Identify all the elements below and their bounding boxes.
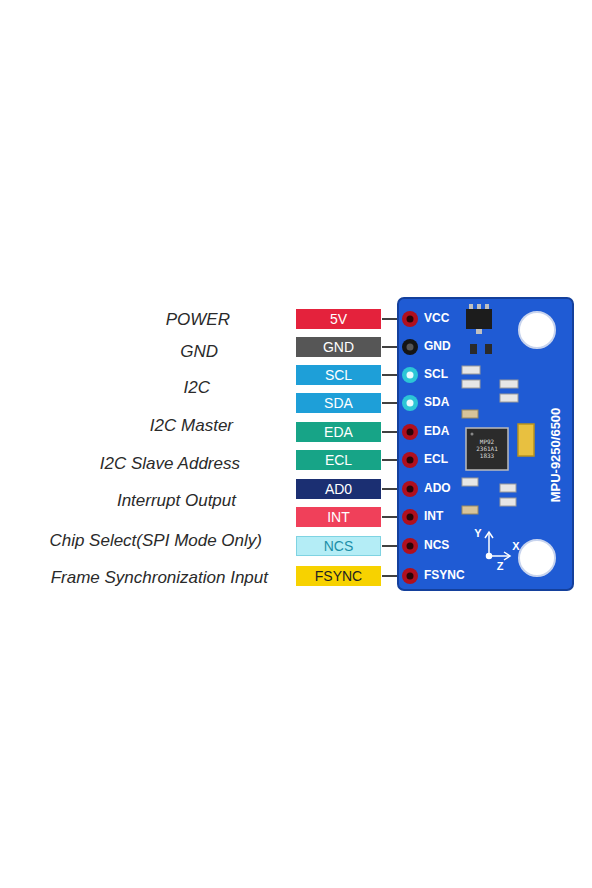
board-circle xyxy=(402,395,418,411)
function-label: Frame Synchronization Input xyxy=(51,569,268,588)
axis-label: Y xyxy=(474,527,481,539)
board-circle xyxy=(487,554,492,559)
pin-tag-text: INT xyxy=(327,510,350,524)
axis-label: Z xyxy=(497,560,504,572)
pin-tag: INT xyxy=(296,507,381,527)
board-circle xyxy=(407,543,414,550)
board-name: MPU-9250/6500 xyxy=(549,408,563,503)
pin-label: GND xyxy=(424,340,451,353)
board-rect xyxy=(470,344,477,354)
pin-tag: NCS xyxy=(296,536,381,556)
board-rect xyxy=(485,344,492,354)
board-rect xyxy=(500,498,516,506)
pin-tag-text: NCS xyxy=(324,539,354,553)
pin-tag: SCL xyxy=(296,365,381,385)
pin-tag: FSYNC xyxy=(296,566,381,586)
board-rect xyxy=(485,304,489,309)
board-circle xyxy=(407,344,414,351)
board-rect xyxy=(462,380,480,388)
axis-label: X xyxy=(512,540,519,552)
board-line xyxy=(488,533,490,556)
board-circle xyxy=(407,316,414,323)
pin-label: SDA xyxy=(424,396,449,409)
pin-label: NCS xyxy=(424,539,449,552)
board-polyline xyxy=(485,532,493,538)
board-rect xyxy=(462,366,480,374)
pin-tag-text: GND xyxy=(323,340,354,354)
board-circle xyxy=(407,372,414,379)
pin-tag-text: 5V xyxy=(330,312,347,326)
pin-tag-text: AD0 xyxy=(325,482,352,496)
chip-marking: 2361A1 xyxy=(476,446,498,453)
regulator-ic xyxy=(466,304,492,334)
pin-label: VCC xyxy=(424,312,449,325)
function-label: POWER xyxy=(166,311,230,330)
pin-tag-text: SDA xyxy=(324,396,353,410)
board-rect xyxy=(462,478,478,486)
board-rect xyxy=(476,329,482,334)
pin-tag: AD0 xyxy=(296,479,381,499)
board-rect xyxy=(500,394,518,402)
board-circle xyxy=(402,367,418,383)
pin-tag: EDA xyxy=(296,422,381,442)
board-circle xyxy=(407,514,414,521)
pin-tag: SDA xyxy=(296,393,381,413)
pin-label: FSYNC xyxy=(424,569,465,582)
board-circle xyxy=(402,568,418,584)
function-label: I2C Slave Address xyxy=(100,455,240,474)
function-label: I2C Master xyxy=(150,417,233,436)
smd-components xyxy=(462,344,518,514)
chip-marking: MP92 xyxy=(480,439,494,446)
function-label: Interrupt Output xyxy=(117,492,236,511)
board-circle xyxy=(407,573,414,580)
pin-label: INT xyxy=(424,510,443,523)
board-rect xyxy=(477,304,481,309)
mounting-hole xyxy=(519,312,555,348)
board-rect xyxy=(462,506,478,514)
board-polyline xyxy=(504,552,510,560)
board-circle xyxy=(402,481,418,497)
board-circle xyxy=(402,509,418,525)
pin-label: ECL xyxy=(424,453,448,466)
board-rect xyxy=(469,304,473,309)
function-label: Chip Select(SPI Mode Only) xyxy=(49,532,262,551)
board-rect xyxy=(500,484,516,492)
board-rect xyxy=(466,428,508,470)
board-rect xyxy=(466,309,492,329)
board-circle xyxy=(402,538,418,554)
pin-tag-text: SCL xyxy=(325,368,352,382)
pin-tag-text: ECL xyxy=(325,453,352,467)
mounting-hole xyxy=(519,540,555,576)
sensor-chip xyxy=(466,428,508,470)
axis-symbol xyxy=(485,532,510,560)
pin-tag: ECL xyxy=(296,450,381,470)
board-circle xyxy=(471,433,474,436)
pin-tag-text: EDA xyxy=(324,425,353,439)
board-circle xyxy=(407,400,414,407)
header-pins xyxy=(402,311,418,584)
pin-label: SCL xyxy=(424,368,448,381)
pin-tag: 5V xyxy=(296,309,381,329)
board-circle xyxy=(407,486,414,493)
board-circle xyxy=(402,452,418,468)
board-rect xyxy=(500,380,518,388)
board-circle xyxy=(402,311,418,327)
board-circle xyxy=(407,457,414,464)
board-circle xyxy=(402,339,418,355)
pin-label: EDA xyxy=(424,425,449,438)
pin-label: ADO xyxy=(424,482,451,495)
board-circle xyxy=(407,429,414,436)
chip-marking: 1833 xyxy=(480,453,494,460)
pin-tag-text: FSYNC xyxy=(315,569,362,583)
tantalum-capacitor xyxy=(518,424,534,456)
board-circle xyxy=(402,424,418,440)
pcb-board xyxy=(398,298,573,590)
pin-tag: GND xyxy=(296,337,381,357)
function-label: I2C xyxy=(184,379,210,398)
board-rect xyxy=(462,410,478,418)
function-label: GND xyxy=(180,343,218,362)
